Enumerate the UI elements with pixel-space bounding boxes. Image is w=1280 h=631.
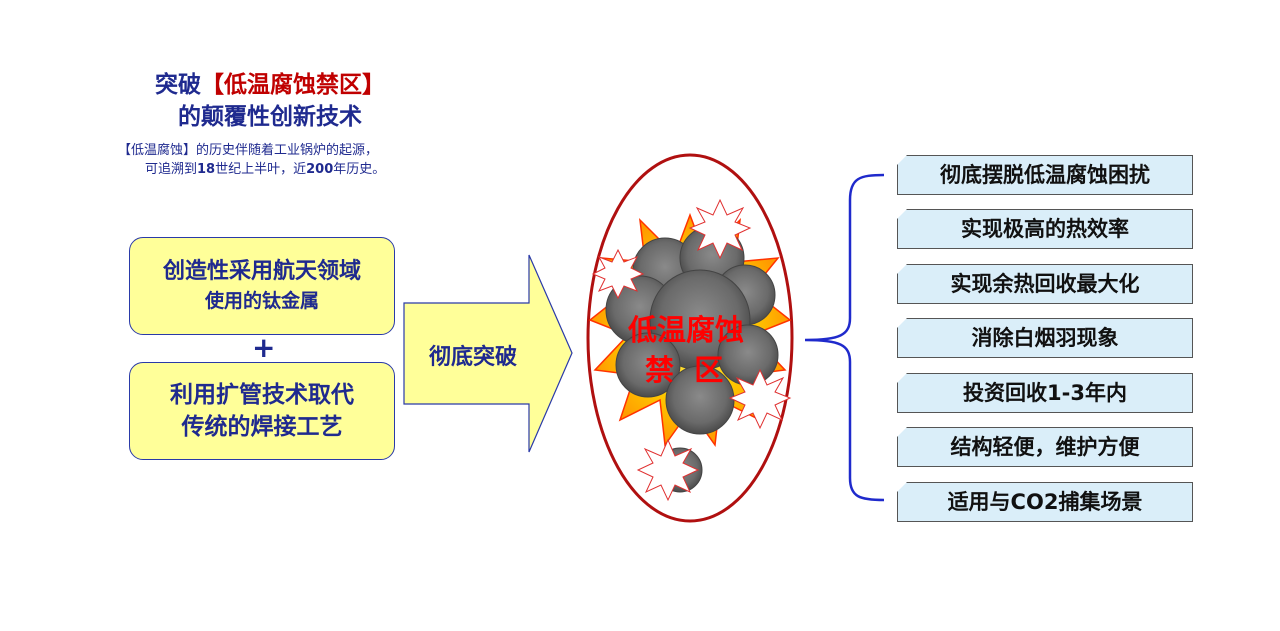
benefit-item: 投资回收1-3年内: [897, 373, 1193, 413]
title-highlight: 【低温腐蚀禁区】: [201, 72, 385, 98]
benefit-item: 彻底摆脱低温腐蚀困扰: [897, 155, 1193, 195]
titanium-material-box: 创造性采用航天领域 使用的钛金属: [129, 237, 395, 335]
benefits-brace: [804, 173, 885, 502]
tube-box-line2: 传统的焊接工艺: [181, 414, 343, 440]
benefit-item: 消除白烟羽现象: [897, 318, 1193, 358]
tube-expansion-box: 利用扩管技术取代 传统的焊接工艺: [129, 362, 395, 460]
center-label-line2-text: 禁 区: [645, 353, 724, 387]
center-label-line2: 禁 区: [645, 347, 723, 389]
benefit-item: 实现极高的热效率: [897, 209, 1193, 249]
diagram-title-line1: 突破【低温腐蚀禁区】: [120, 70, 420, 100]
tube-box-line1: 利用扩管技术取代: [170, 382, 354, 408]
plus-sign: +: [252, 331, 276, 364]
benefit-item: 适用与CO2捕集场景: [897, 482, 1193, 522]
subtitle-number-century: 18: [197, 162, 216, 177]
title-prefix: 突破: [155, 72, 201, 98]
subtitle-line1: 【低温腐蚀】的历史伴随着工业锅炉的起源，: [118, 143, 379, 158]
subtitle-text-e: 年历史。: [333, 162, 386, 177]
arrow-label: 彻底突破: [428, 345, 517, 370]
titanium-box-line2: 使用的钛金属: [204, 290, 319, 312]
breakthrough-arrow: [403, 254, 573, 453]
spark-stars: [591, 198, 792, 502]
center-label-line1: 低温腐蚀: [628, 313, 745, 347]
subtitle-line2: 可追溯到18世纪上半叶，近200年历史。: [145, 160, 475, 179]
subtitle-number-years: 200: [306, 162, 334, 177]
diagram-title-line2: 的颠覆性创新技术: [178, 104, 362, 130]
benefit-item: 实现余热回收最大化: [897, 264, 1193, 304]
benefit-item: 结构轻便，维护方便: [897, 427, 1193, 467]
subtitle-text-c: 世纪上半叶，近: [215, 162, 307, 177]
titanium-box-line1: 创造性采用航天领域: [162, 259, 361, 284]
subtitle-text-a: 可追溯到: [145, 162, 198, 177]
